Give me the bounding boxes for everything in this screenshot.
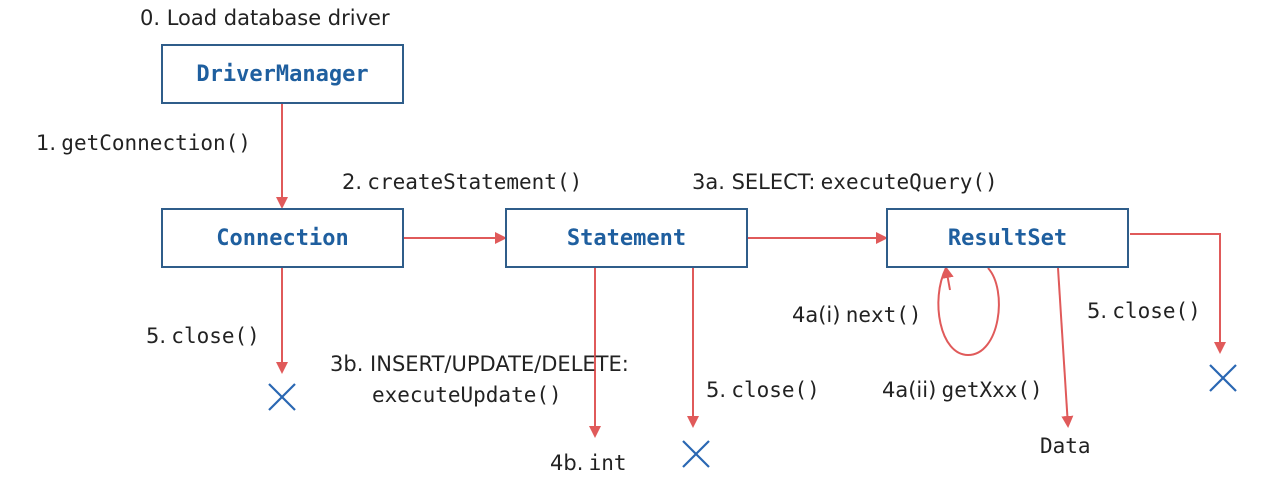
label-statement-close: 5. close() [706, 378, 820, 402]
arrow-next-loop-head [941, 266, 954, 291]
label-create-statement: 2. createStatement() [342, 170, 582, 194]
step-number: 5. [146, 324, 167, 348]
step-number: 5. [1087, 299, 1108, 323]
close-x-icon [268, 383, 296, 411]
label-next: 4a(i) next() [792, 303, 922, 327]
step-number: 2. [342, 170, 363, 194]
method-name: executeQuery() [820, 170, 998, 194]
method-name: createStatement() [367, 170, 583, 194]
label-resultset-close: 5. close() [1087, 299, 1201, 323]
label-connection-close: 5. close() [146, 324, 260, 348]
label-get-connection: 1. getConnection() [36, 131, 251, 155]
method-name: close() [1112, 299, 1201, 323]
step-number: 1. [36, 131, 57, 155]
diagram-title: 0. Load database driver [140, 6, 390, 30]
result-type: int [588, 451, 627, 475]
method-name: getConnection() [61, 131, 251, 155]
label-data: Data [1040, 434, 1091, 458]
connection-box: Connection [161, 208, 404, 268]
close-x-icon [1209, 364, 1237, 392]
label-int-result: 4b. int [550, 451, 627, 475]
close-x-icon [682, 440, 710, 468]
result-set-box: ResultSet [886, 208, 1129, 268]
driver-manager-box: DriverManager [161, 44, 404, 104]
label-update-call: executeUpdate() [372, 383, 562, 407]
method-name: next() [845, 303, 922, 327]
label-update-prefix: 3b. INSERT/UPDATE/DELETE: [330, 352, 629, 376]
arrow-resultset-close [1130, 233, 1226, 354]
method-name: getXxx() [941, 378, 1043, 402]
step-prefix: 4b. [550, 451, 584, 475]
arrow-next-loop [937, 267, 1000, 357]
step-prefix: 4a(ii) [882, 378, 937, 402]
arrow-get-data [1057, 267, 1074, 428]
step-prefix: 4a(i) [792, 303, 841, 327]
label-select-execute-query: 3a. SELECT: executeQuery() [692, 170, 998, 194]
method-name: close() [171, 324, 260, 348]
label-get-xxx: 4a(ii) getXxx() [882, 378, 1043, 402]
method-name: close() [731, 378, 820, 402]
step-number: 5. [706, 378, 727, 402]
statement-box: Statement [505, 208, 748, 268]
step-prefix: 3a. SELECT: [692, 170, 816, 194]
